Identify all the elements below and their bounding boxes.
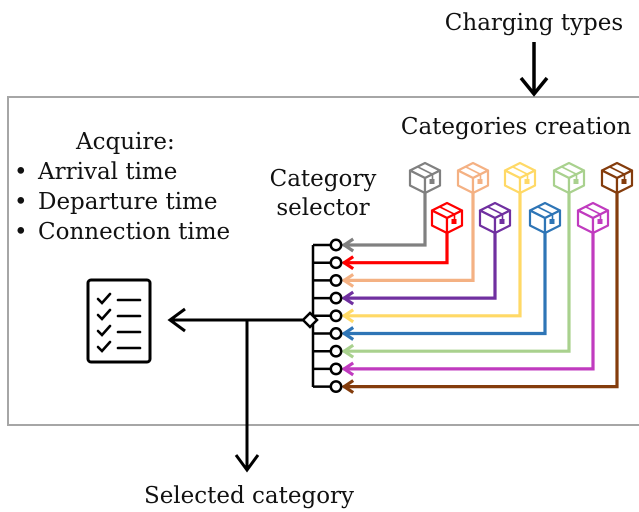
connection-arrowhead: [341, 255, 355, 271]
connection-arrowhead: [341, 308, 355, 324]
selector-contact: [329, 273, 343, 287]
selector-contact: [329, 238, 343, 252]
selector-contact: [329, 291, 343, 305]
checklist-icon: [86, 278, 152, 364]
box-icon: [576, 201, 610, 235]
connection-arrowhead: [341, 361, 355, 377]
acquire-bullet: •: [14, 219, 28, 245]
charging-types-arrow: [519, 42, 549, 97]
box-icon: [430, 201, 464, 235]
connection-arrowhead: [341, 290, 355, 306]
charging-types-label: Charging types: [445, 10, 623, 36]
category-selector-label-line2: selector: [276, 195, 369, 221]
box-icon: [456, 161, 490, 195]
selector-contacts: [313, 238, 343, 394]
connection-arrowhead: [341, 326, 355, 341]
selector-contact: [329, 380, 343, 394]
category-connection: [343, 193, 427, 247]
category-connection: [343, 233, 449, 265]
category-selector-label-line1: Category: [270, 166, 377, 192]
acquire-title: Acquire:: [75, 129, 175, 155]
output-arrows: [167, 307, 303, 473]
box-icon: [478, 201, 512, 235]
category-connection: [343, 193, 522, 318]
selector-contact: [329, 327, 343, 340]
category-connections: [341, 193, 619, 394]
category-connection: [343, 193, 475, 282]
category-connection: [343, 233, 497, 300]
acquire-bullet: •: [14, 159, 28, 185]
acquire-item-arrival: Arrival time: [37, 159, 177, 185]
category-connection: [343, 193, 571, 353]
selector-contact: [329, 362, 343, 376]
connection-arrowhead: [341, 343, 355, 359]
acquire-bullet: •: [14, 189, 28, 215]
acquire-list: • Arrival time • Departure time • Connec…: [14, 159, 230, 245]
box-icon: [600, 161, 634, 195]
connection-arrowhead: [341, 379, 355, 394]
selector-contact: [329, 344, 343, 358]
connection-arrowhead: [341, 237, 355, 253]
box-icon: [528, 201, 562, 235]
selector-contact: [329, 309, 343, 323]
selected-category-label: Selected category: [144, 483, 354, 509]
category-boxes: [408, 161, 634, 235]
category-connection: [343, 193, 619, 389]
acquire-item-connection: Connection time: [38, 219, 230, 245]
process-box: [7, 96, 639, 426]
box-icon: [408, 161, 442, 195]
box-icon: [503, 161, 537, 195]
category-connection: [343, 233, 595, 371]
category-connection: [343, 233, 547, 336]
categories-creation-label: Categories creation: [401, 114, 631, 140]
connection-arrowhead: [341, 273, 355, 288]
selector-contact: [329, 256, 343, 270]
acquire-item-departure: Departure time: [38, 189, 217, 215]
box-icon: [552, 161, 586, 195]
